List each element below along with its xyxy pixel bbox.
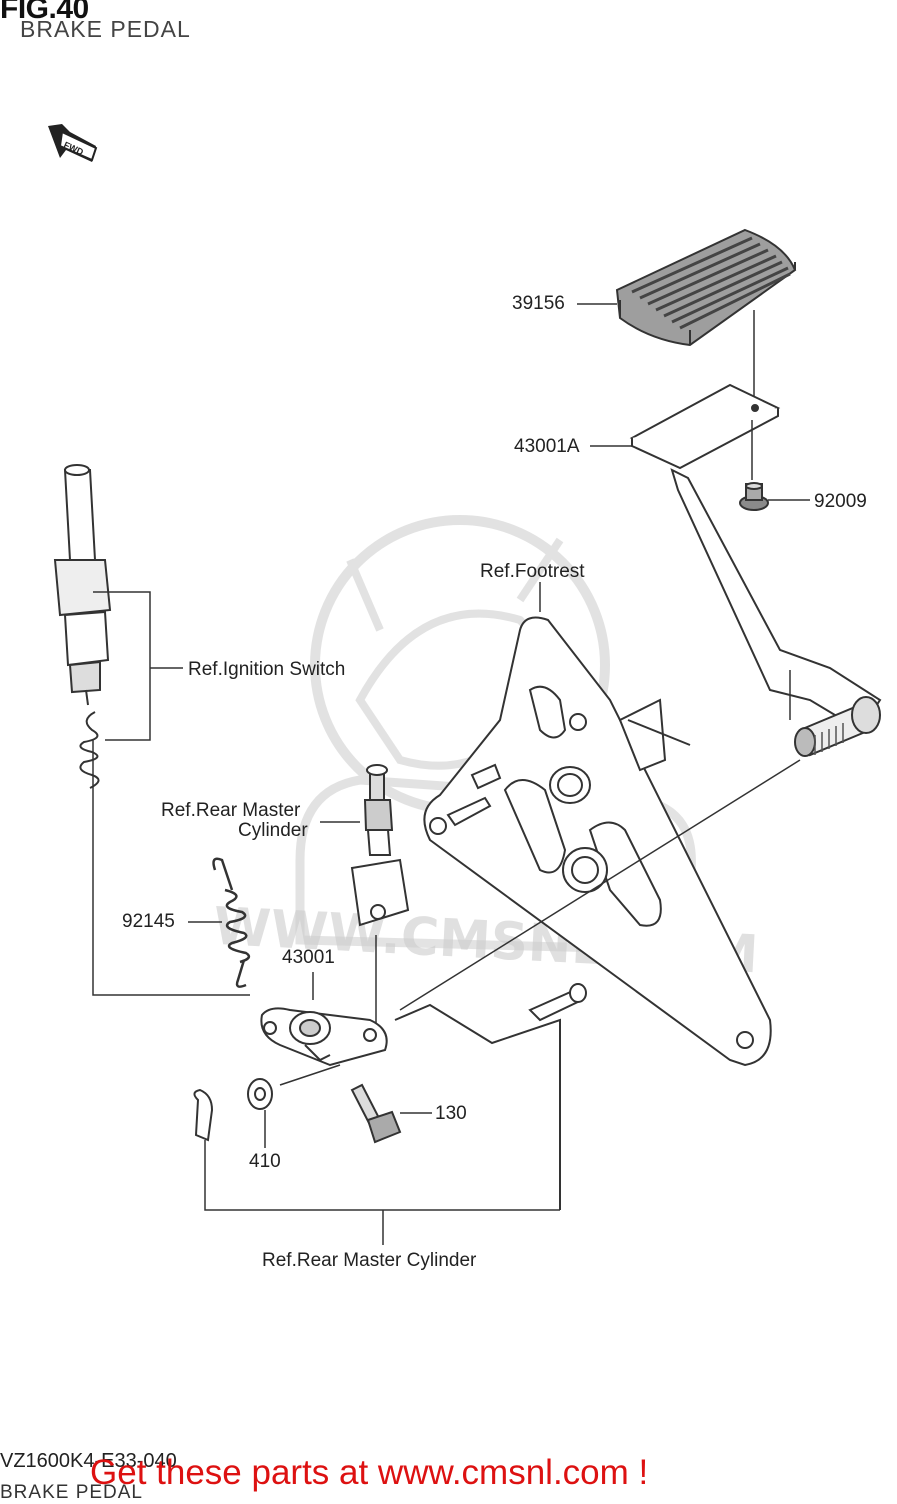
diagram-code: VZ1600K4-E33-040 <box>0 1450 177 1472</box>
master-cylinder-clevis <box>350 764 410 927</box>
ignition-spring <box>79 711 100 789</box>
footpeg-rubber <box>615 228 797 347</box>
figure-subtitle: BRAKE PEDAL <box>20 16 191 42</box>
label-43001: 43001 <box>282 947 335 968</box>
label-92009: 92009 <box>814 491 867 512</box>
label-39156: 39156 <box>512 293 565 314</box>
label-ref-ignition-switch: Ref.Ignition Switch <box>188 659 346 680</box>
brake-lever-43001 <box>260 1007 388 1067</box>
bolt-130 <box>350 1083 402 1144</box>
return-spring-92145 <box>212 857 251 988</box>
label-ref-rear-master-line2: Cylinder <box>238 820 308 841</box>
cotter-pin <box>193 1088 214 1142</box>
label-ref-footrest: Ref.Footrest <box>480 561 585 582</box>
pivot-shaft <box>794 696 881 757</box>
label-130: 130 <box>435 1103 467 1124</box>
bolt-92009 <box>739 482 769 511</box>
figure-title: FIG.40 <box>0 0 89 25</box>
footer-subtitle: BRAKE PEDAL <box>0 1482 143 1503</box>
washer-410 <box>247 1078 273 1110</box>
label-92145: 92145 <box>122 911 175 932</box>
label-410: 410 <box>249 1151 281 1172</box>
label-43001a: 43001A <box>514 436 580 457</box>
fwd-arrow-icon: FWD <box>48 124 98 162</box>
clevis-pin <box>394 983 587 1210</box>
label-ref-rear-master-line1: Ref.Rear Master <box>161 800 301 821</box>
promo-link[interactable]: Get these parts at www.cmsnl.com ! <box>90 1453 649 1492</box>
damper-cap <box>446 763 502 827</box>
brake-pedal-arm <box>629 383 882 732</box>
ignition-switch <box>53 464 112 706</box>
label-ref-rear-master-bottom: Ref.Rear Master Cylinder <box>262 1250 477 1271</box>
footrest-bracket <box>423 616 772 1067</box>
